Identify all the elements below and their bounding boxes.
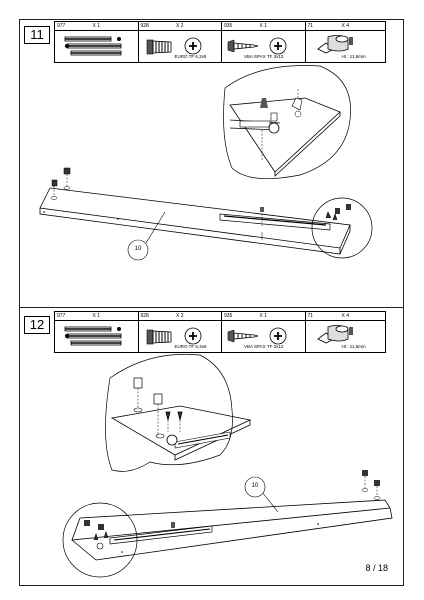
page-frame	[19, 19, 404, 586]
part-qty: X 4	[341, 23, 350, 29]
step-number-11: 11	[24, 26, 50, 44]
part-cell-935: 935 X 1 VBA SPAX TF 3x12	[222, 312, 306, 352]
part-label: VBA SPAX TF 3x12	[244, 344, 284, 349]
part-qty: X 1	[92, 23, 100, 29]
part-qty: X 1	[259, 23, 267, 29]
spax-screw-icon	[227, 327, 287, 345]
part-cell-928: 928 X 2 EURO TF 6,3x9	[138, 312, 222, 352]
cam-lock-icon	[316, 325, 353, 344]
part-cell-71: 71 X 4 Ht : 11,6mm	[305, 312, 386, 352]
part-code: 977	[57, 23, 66, 29]
part-cell-977: 977 X 1	[55, 312, 139, 352]
step-number-12: 12	[24, 316, 50, 334]
euro-screw-icon	[146, 37, 201, 55]
part-qty: X 2	[175, 23, 184, 29]
part-label: EURO TF 6,3x9	[174, 54, 207, 59]
part-label: EURO TF 6,3x9	[174, 344, 207, 349]
part-code: 935	[224, 23, 233, 29]
euro-screw-icon	[146, 327, 201, 345]
part-label: Ht : 11,6mm	[341, 54, 366, 59]
part-code: 935	[224, 313, 233, 319]
drawer-runner-icon	[64, 326, 122, 346]
board-callout-step-12: 10	[251, 483, 259, 489]
cam-lock-icon	[316, 35, 353, 54]
drawer-runner-icon	[64, 36, 122, 56]
part-code: 71	[307, 23, 314, 29]
part-qty: X 1	[259, 313, 267, 319]
part-qty: X 2	[175, 313, 184, 319]
part-label: Ht : 11,6mm	[341, 344, 366, 349]
part-cell-928: 928 X 2 EURO TF 6,3x9	[138, 22, 222, 62]
page-number: 8 / 18	[365, 563, 388, 573]
parts-table-step-11: 977 X 1 928 X 2 EURO TF 6,3x9 935 X 1	[54, 21, 386, 63]
part-label: VBA SPAX TF 3x12	[244, 54, 284, 59]
part-cell-935: 935 X 1 VBA SPAX TF 3x12	[222, 22, 306, 62]
part-code: 928	[140, 313, 149, 319]
spax-screw-icon	[227, 37, 287, 55]
part-cell-71: 71 X 4 Ht : 11,6mm	[305, 22, 386, 62]
part-code: 977	[57, 313, 66, 319]
part-code: 71	[307, 313, 314, 319]
part-cell-977: 977 X 1	[55, 22, 139, 62]
parts-table-step-12: 977 X 1 928 X 2 EURO TF 6,3x9 935 X 1	[54, 311, 386, 353]
part-qty: X 1	[92, 313, 100, 319]
part-code: 928	[140, 23, 149, 29]
part-qty: X 4	[341, 313, 350, 319]
step-divider	[19, 307, 404, 308]
board-callout-step-11: 10	[134, 246, 142, 252]
